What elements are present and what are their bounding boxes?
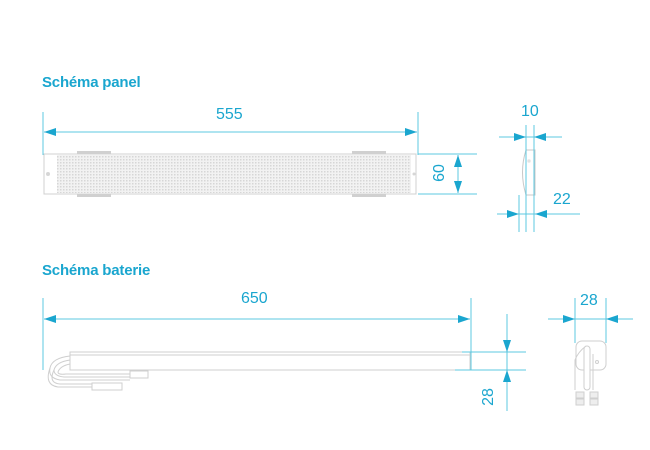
panel-side-view bbox=[522, 149, 536, 196]
panel-side-dimensions bbox=[497, 125, 580, 232]
battery-side-dimension bbox=[548, 298, 633, 343]
battery-section-title: Schéma baterie bbox=[42, 262, 151, 279]
panel-side-depth-label: 22 bbox=[553, 191, 571, 208]
panel-front-view bbox=[43, 151, 417, 197]
panel-height-dimension bbox=[418, 153, 477, 195]
panel-length-dimension bbox=[42, 112, 419, 155]
battery-length-label: 650 bbox=[241, 290, 268, 307]
battery-side-width-label: 28 bbox=[580, 292, 598, 309]
panel-length-label: 555 bbox=[216, 106, 243, 123]
battery-side-view bbox=[574, 340, 607, 406]
battery-front-view bbox=[47, 351, 471, 391]
panel-section-title: Schéma panel bbox=[42, 74, 141, 91]
battery-length-dimension bbox=[42, 298, 472, 370]
panel-side-thickness-label: 10 bbox=[521, 103, 539, 120]
battery-height-dimension bbox=[455, 314, 526, 411]
